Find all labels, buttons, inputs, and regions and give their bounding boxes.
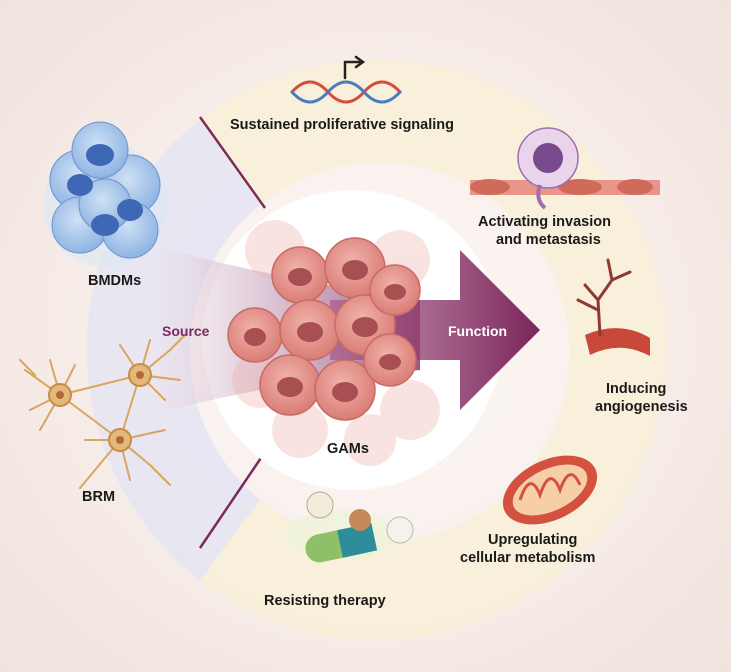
divider-bottom: [198, 451, 267, 549]
angio-label-line1: Inducing: [606, 381, 667, 397]
therapy-label: Resisting therapy: [264, 593, 386, 609]
divider-top: [198, 116, 267, 209]
invasion-label-line1: Activating invasion: [478, 214, 611, 230]
function-arrow: [330, 250, 540, 410]
function-label: Function: [448, 323, 508, 339]
brm-label: BRM: [82, 489, 116, 505]
proliferative-label: Sustained proliferative signaling: [230, 117, 454, 133]
dna-icon: [290, 55, 402, 104]
invasion-label-line2: and metastasis: [496, 232, 601, 248]
blood-vessel-icon: [576, 258, 650, 356]
source-label: Source: [162, 323, 210, 339]
bmdm-label: BMDMs: [88, 273, 142, 289]
metab-label-line1: Upregulating: [488, 532, 578, 548]
mitochondrion-icon: [502, 455, 598, 525]
metab-label-line2: cellular metabolism: [460, 550, 596, 566]
invading-cell-icon: [470, 127, 660, 210]
microglia-icon: [19, 334, 186, 489]
gams-cell-cluster: [227, 220, 440, 466]
macrophage-cluster-icon: [43, 121, 167, 267]
gams-label: GAMs: [327, 441, 369, 457]
angio-label-line2: angiogenesis: [595, 399, 688, 415]
pills-icon: [285, 491, 414, 563]
